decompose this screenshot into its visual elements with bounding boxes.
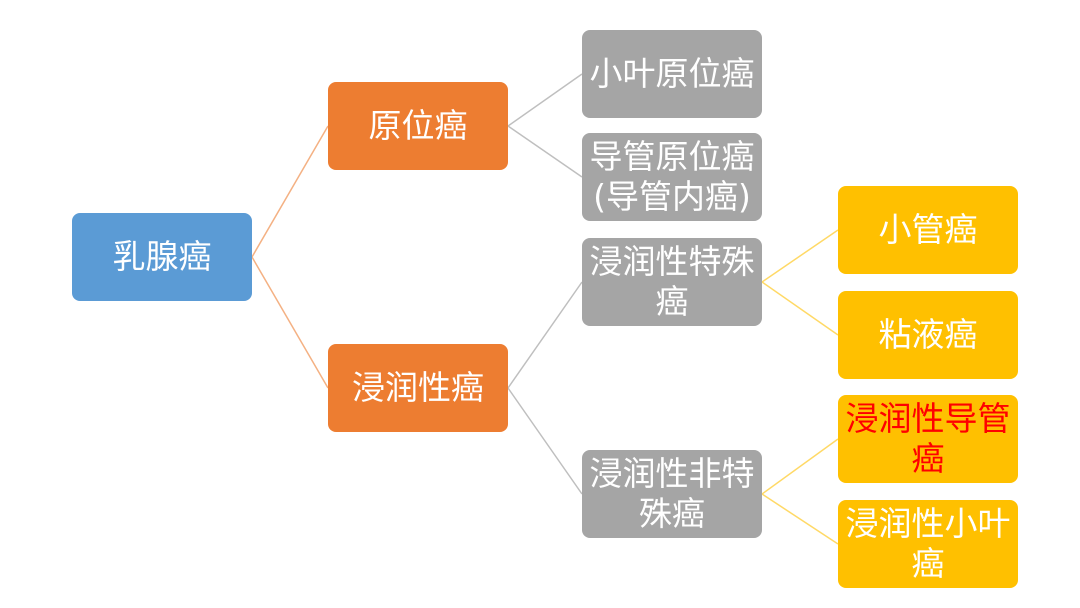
connector-invasive_nonspecial-to-idc — [761, 438, 839, 495]
connector-invasive-to-invasive_special — [507, 281, 583, 389]
node-tubular-carcinoma: 小管癌 — [838, 186, 1018, 274]
node-invasive-special-type: 浸润性特殊 癌 — [582, 238, 762, 326]
node-invasive-non-special-type: 浸润性非特 殊癌 — [582, 450, 762, 538]
node-carcinoma-in-situ-label: 原位癌 — [368, 106, 468, 146]
connector-invasive-to-invasive_nonspecial — [507, 387, 583, 495]
node-lobular-carcinoma-in-situ: 小叶原位癌 — [582, 30, 762, 118]
connector-invasive_nonspecial-to-ilc — [761, 493, 839, 545]
connector-in_situ-to-dcis — [507, 125, 583, 178]
node-breast-cancer: 乳腺癌 — [72, 213, 252, 301]
node-breast-cancer-label: 乳腺癌 — [112, 237, 212, 277]
node-mucinous-carcinoma-label: 粘液癌 — [878, 315, 978, 355]
node-carcinoma-in-situ: 原位癌 — [328, 82, 508, 170]
node-ductal-carcinoma-in-situ: 导管原位癌 (导管内癌) — [582, 133, 762, 221]
node-invasive-carcinoma: 浸润性癌 — [328, 344, 508, 432]
node-invasive-special-type-label: 浸润性特殊 癌 — [589, 242, 755, 321]
node-invasive-lobular-carcinoma: 浸润性小叶 癌 — [838, 500, 1018, 588]
connector-invasive_special-to-mucinous — [761, 281, 839, 336]
connector-root-to-in_situ — [251, 125, 329, 258]
connector-in_situ-to-lcis — [507, 73, 583, 127]
connector-root-to-invasive — [251, 256, 329, 389]
node-invasive-lobular-carcinoma-label: 浸润性小叶 癌 — [845, 504, 1011, 583]
node-invasive-non-special-type-label: 浸润性非特 殊癌 — [589, 454, 755, 533]
node-tubular-carcinoma-label: 小管癌 — [878, 210, 978, 250]
node-lobular-carcinoma-in-situ-label: 小叶原位癌 — [589, 54, 755, 94]
node-invasive-carcinoma-label: 浸润性癌 — [352, 368, 484, 408]
node-ductal-carcinoma-in-situ-label: 导管原位癌 (导管内癌) — [589, 137, 755, 216]
node-mucinous-carcinoma: 粘液癌 — [838, 291, 1018, 379]
node-invasive-ductal-carcinoma-label: 浸润性导管 癌 — [845, 399, 1011, 478]
node-invasive-ductal-carcinoma: 浸润性导管 癌 — [838, 395, 1018, 483]
connector-invasive_special-to-tubular — [761, 229, 839, 283]
